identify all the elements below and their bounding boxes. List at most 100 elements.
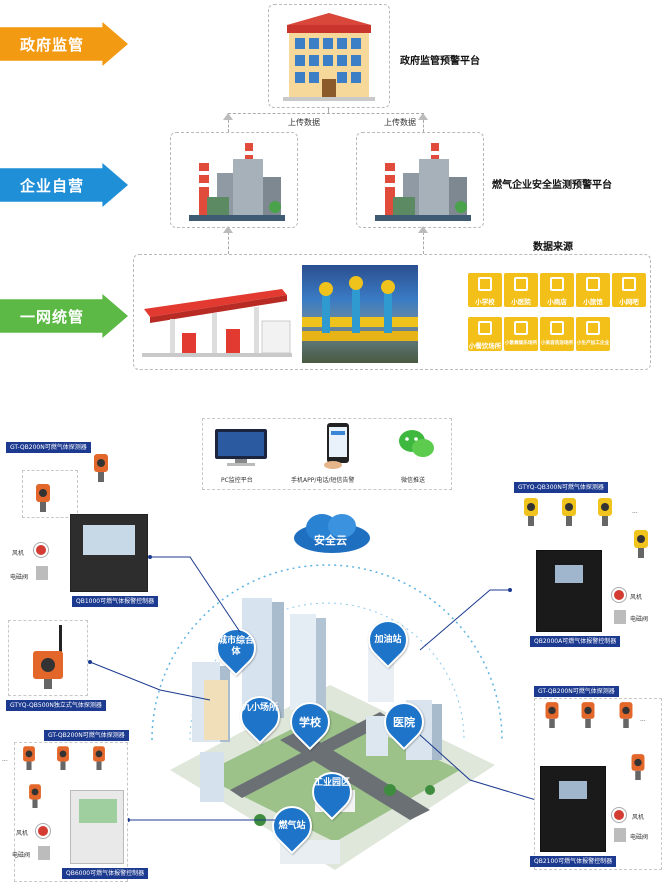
group1-controller-label: QB1000可燃气体报警控制器 xyxy=(72,596,159,607)
pin-gas-depot-label: 燃气站 xyxy=(278,821,306,831)
pin-gas-station-label: 加油站 xyxy=(374,635,402,645)
enterprise-platform-box-left xyxy=(170,132,298,228)
valve-icon xyxy=(614,828,626,842)
factory-icon xyxy=(375,143,471,221)
gas-detector-icon xyxy=(634,530,648,558)
group2-controller-label: QB2000A可燃气体报警控制器 xyxy=(530,636,621,647)
pipeline-photo xyxy=(302,265,418,363)
wechat-icon xyxy=(399,430,434,457)
venue-tile-label: 小学校 xyxy=(475,298,495,306)
venue-tile: 小歌舞娱乐场所 xyxy=(504,317,538,351)
monitor-icon xyxy=(215,429,267,466)
pin-school-label: 学校 xyxy=(299,716,321,729)
venue-tile-label: 小美容洗浴场所 xyxy=(540,341,574,346)
data-source-title: 数据来源 xyxy=(533,242,573,253)
venue-tile: 小生产加工企业 xyxy=(576,317,610,351)
controller-qb1000 xyxy=(70,514,148,592)
device-group4-detector-label: GT-QB200N可燃气体探测器 xyxy=(44,730,129,741)
valve-icon xyxy=(614,610,626,624)
upload-label-left: 上传数据 xyxy=(288,118,320,127)
level-label-unified: 一网统管 xyxy=(20,307,85,326)
fan-icon xyxy=(612,588,626,602)
pin-complex-label: 城市综合体 xyxy=(217,636,254,657)
venue-tile-label: 小网吧 xyxy=(619,298,639,306)
device-group5-detector-label: GT-QB200N可燃气体探测器 xyxy=(534,686,619,697)
gov-platform-title: 政府监管预警平台 xyxy=(400,56,480,67)
group2-valve-label: 电磁阀 xyxy=(630,616,649,623)
venue-icon xyxy=(514,277,528,291)
group2-fan-label: 风机 xyxy=(630,594,643,601)
fan-icon xyxy=(612,808,626,822)
cloud-label: 安全云 xyxy=(314,534,347,547)
group5-valve-label: 电磁阀 xyxy=(630,834,649,841)
venue-tile-label: 小商店 xyxy=(547,298,567,306)
gas-detector-icon xyxy=(29,784,41,808)
gas-detector-icon xyxy=(93,746,105,770)
notification-box: PC监控平台 手机APP/电话/短信告警 微信推送 xyxy=(202,418,452,490)
venue-icon xyxy=(586,277,600,291)
pin-small-venues-label: 九小场所 xyxy=(241,703,278,713)
venue-icon xyxy=(550,277,564,291)
valve-icon xyxy=(36,566,48,580)
group4-controller-label: QB6000可燃气体报警控制器 xyxy=(62,868,149,879)
gas-detector-icon xyxy=(631,754,645,780)
level-label-gov: 政府监管 xyxy=(20,35,85,54)
pin-industrial-label: 工业园区 xyxy=(313,778,350,788)
venue-tile: 小医院 xyxy=(504,273,538,307)
venue-tiles-panel: 小学校 小医院 小商店 小旅馆 小网吧小餐饮场所小歌舞娱乐场所小美容洗浴场所小生产加工企… xyxy=(468,267,646,363)
pin-hospital-label: 医院 xyxy=(393,716,415,729)
controller-qb6000 xyxy=(70,790,124,864)
gas-detector-icon xyxy=(36,484,50,512)
venue-tile-label: 小旅馆 xyxy=(583,298,603,306)
device-group3-box xyxy=(8,620,88,696)
data-source-box: 小学校 小医院 小商店 小旅馆 小网吧小餐饮场所小歌舞娱乐场所小美容洗浴场所小生产加工企… xyxy=(133,254,651,370)
venue-icon xyxy=(478,321,492,335)
venue-tile: 小学校 xyxy=(468,273,502,307)
venue-icon xyxy=(514,321,528,335)
app-alert-label: 手机APP/电话/短信告警 xyxy=(291,477,355,484)
gas-detector-icon xyxy=(581,702,595,728)
enterprise-platform-title: 燃气企业安全监测预警平台 xyxy=(492,180,612,191)
venue-tile: 小网吧 xyxy=(612,273,646,307)
group4-fan-label: 风机 xyxy=(16,830,29,837)
venue-icon xyxy=(550,321,564,335)
venue-icon xyxy=(622,277,636,291)
venue-tile-label: 小餐饮场所 xyxy=(468,342,502,350)
valve-icon xyxy=(38,846,50,860)
device-group1-detector-label: GT-QB200N可燃气体探测器 xyxy=(6,442,91,453)
venue-tile: 小商店 xyxy=(540,273,574,307)
venue-tile-label: 小歌舞娱乐场所 xyxy=(504,341,538,346)
group5-ellipsis: ... xyxy=(640,716,646,723)
cloud-icon xyxy=(294,514,370,553)
gas-detector-icon xyxy=(23,746,35,770)
wireless-detector-icon xyxy=(33,625,63,689)
venue-icon xyxy=(586,321,600,335)
controller-qb2100 xyxy=(540,766,606,852)
pc-platform-label: PC监控平台 xyxy=(221,477,253,484)
gas-station-icon xyxy=(142,289,292,357)
gas-detector-icon xyxy=(545,702,559,728)
group4-valve-label: 电磁阀 xyxy=(12,852,31,859)
group4-ellipsis: ... xyxy=(2,756,8,763)
gas-detector-icon xyxy=(619,702,633,728)
venue-tile: 小餐饮场所 xyxy=(468,317,502,351)
upload-label-right: 上传数据 xyxy=(384,118,416,127)
venue-tile-label: 小医院 xyxy=(511,298,531,306)
wechat-push-label: 微信推送 xyxy=(401,477,426,484)
level-arrow-unified: 一网统管 xyxy=(0,294,128,338)
government-building-icon xyxy=(283,13,375,101)
gas-detector-icon xyxy=(57,746,69,770)
gas-detector-icon xyxy=(94,454,108,482)
venue-icon xyxy=(478,277,492,291)
fan-icon xyxy=(36,824,50,838)
device-group2-detector-label: GTYQ-QB300N可燃气体探测器 xyxy=(514,482,608,493)
venue-tile: 小旅馆 xyxy=(576,273,610,307)
level-label-enterprise: 企业自营 xyxy=(20,176,85,195)
enterprise-platform-box-right xyxy=(356,132,484,228)
group5-fan-label: 风机 xyxy=(632,814,645,821)
fan-icon xyxy=(34,543,48,557)
device-group3-label: GTYQ-QB500N独立式气体探测器 xyxy=(6,700,106,711)
level-arrow-enterprise: 企业自营 xyxy=(0,163,128,207)
group5-controller-label: QB2100可燃气体报警控制器 xyxy=(530,856,617,867)
gov-platform-box xyxy=(268,4,390,108)
